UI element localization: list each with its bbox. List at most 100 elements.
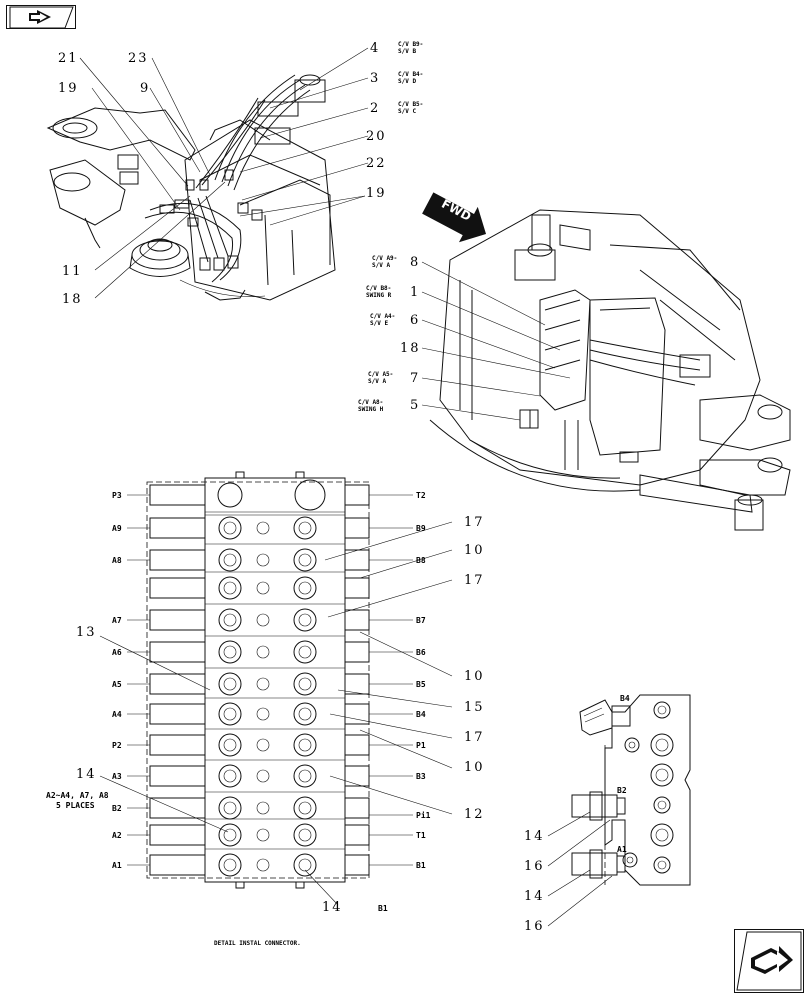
left-port-label: A4 [112, 710, 122, 719]
callout-2: 2 [370, 101, 380, 116]
callout-11: 11 [62, 264, 83, 279]
label-cv-a8: C/V A8- [358, 399, 383, 406]
pilot-port [256, 828, 270, 842]
callout-10: 10 [464, 669, 485, 684]
right-port-label: Pi1 [416, 810, 431, 820]
label-cv-a5: C/V A5- [368, 371, 393, 378]
port-a-circle [218, 640, 242, 664]
note-line-1: A2~A4, A7, A8 [46, 791, 109, 800]
right-port-label: B6 [416, 648, 426, 657]
control-valve-illustration [146, 471, 370, 889]
right-section-end [344, 609, 370, 631]
port-label-bottom-b1: B1 [378, 904, 388, 913]
bolt [235, 881, 245, 889]
port-a-inner [223, 858, 237, 872]
port-b-circle [293, 672, 317, 696]
port-b-inner [298, 581, 312, 595]
right-port-label: P1 [416, 741, 426, 750]
port-a-circle [218, 823, 242, 847]
valve-port-labels: P3A9A8A7A6A5A4P2A3B2A2A1T2B9B8B7B6B5B4P1… [112, 491, 431, 870]
port-b-inner [298, 521, 312, 535]
callout-1: 1 [410, 285, 420, 300]
callout-9: 9 [140, 81, 150, 96]
left-port-label: A1 [112, 861, 122, 870]
pilot-port [256, 677, 270, 691]
left-section-end [149, 734, 206, 756]
page-forward-icon [736, 931, 802, 991]
port-b-circle [293, 548, 317, 572]
left-port-label: A7 [112, 616, 122, 625]
right-port-label: T1 [416, 831, 426, 840]
port-a-inner [223, 707, 237, 721]
callout-22: 22 [366, 156, 387, 171]
label-sv-a2: S/V A [368, 378, 386, 385]
callout-10: 10 [464, 543, 485, 558]
right-machine-illustration [422, 192, 791, 531]
port-a-inner [223, 738, 237, 752]
pilot-port [256, 738, 270, 752]
left-section-end [149, 797, 206, 819]
port-b-circle [293, 576, 317, 600]
left-port-label: A5 [112, 680, 122, 689]
port-b-inner [298, 858, 312, 872]
port-b-circle [293, 853, 317, 877]
detail-port-b4: B4 [620, 694, 630, 703]
right-leader-lines [421, 261, 571, 421]
port-b-inner [298, 801, 312, 815]
right-port-label: B1 [416, 861, 426, 870]
right-section-end [344, 673, 370, 695]
left-port-label: B2 [112, 804, 122, 813]
right-port-label: B8 [416, 556, 426, 565]
left-section-end [149, 609, 206, 631]
right-port-label: T2 [416, 491, 426, 500]
port-b-inner [298, 828, 312, 842]
callout-14: 14 [524, 889, 545, 904]
callout-17: 17 [464, 515, 485, 530]
callout-10: 10 [464, 760, 485, 775]
detail-title: DETAIL INSTAL CONNECTOR. [214, 940, 301, 947]
port-b-circle [293, 823, 317, 847]
callout-18: 18 [62, 292, 83, 307]
right-port-label: B9 [416, 524, 426, 533]
right-section-end [344, 765, 370, 787]
port-a-inner [223, 521, 237, 535]
left-port-label: A9 [112, 524, 122, 533]
callout-21: 21 [58, 51, 79, 66]
next-page-button[interactable] [734, 929, 804, 993]
page-back-icon [9, 6, 74, 29]
label-cv-a4: C/V A4- [370, 313, 395, 320]
port-b-inner [298, 738, 312, 752]
port-b-inner [298, 553, 312, 567]
left-port-label: A8 [112, 556, 122, 565]
port-a-circle [218, 548, 242, 572]
left-section-end [149, 517, 206, 539]
bolt [295, 881, 305, 889]
port-b-circle [293, 516, 317, 540]
connector-detail-illustration [547, 694, 691, 927]
port-a-circle [218, 516, 242, 540]
port-b-inner [298, 645, 312, 659]
left-port-label: A3 [112, 772, 122, 781]
pilot-port [256, 521, 270, 535]
left-port-label: A6 [112, 648, 122, 657]
right-section-end [344, 517, 370, 539]
port-a-inner [223, 613, 237, 627]
callout-17: 17 [464, 730, 485, 745]
left-section-end [149, 549, 206, 571]
port-b-inner [298, 613, 312, 627]
callout-17: 17 [464, 573, 485, 588]
label-sv-a: S/V A [372, 262, 390, 269]
left-section-end [149, 484, 206, 506]
right-section-end [344, 734, 370, 756]
callout-12: 12 [464, 807, 485, 822]
port-b-circle [293, 608, 317, 632]
callout-19: 19 [58, 81, 79, 96]
previous-page-button[interactable] [6, 5, 76, 29]
pilot-port [256, 769, 270, 783]
left-section-end [149, 765, 206, 787]
port-a-circle [218, 608, 242, 632]
callout-23: 23 [128, 51, 149, 66]
right-section-end [344, 824, 370, 846]
port-b-inner [298, 769, 312, 783]
